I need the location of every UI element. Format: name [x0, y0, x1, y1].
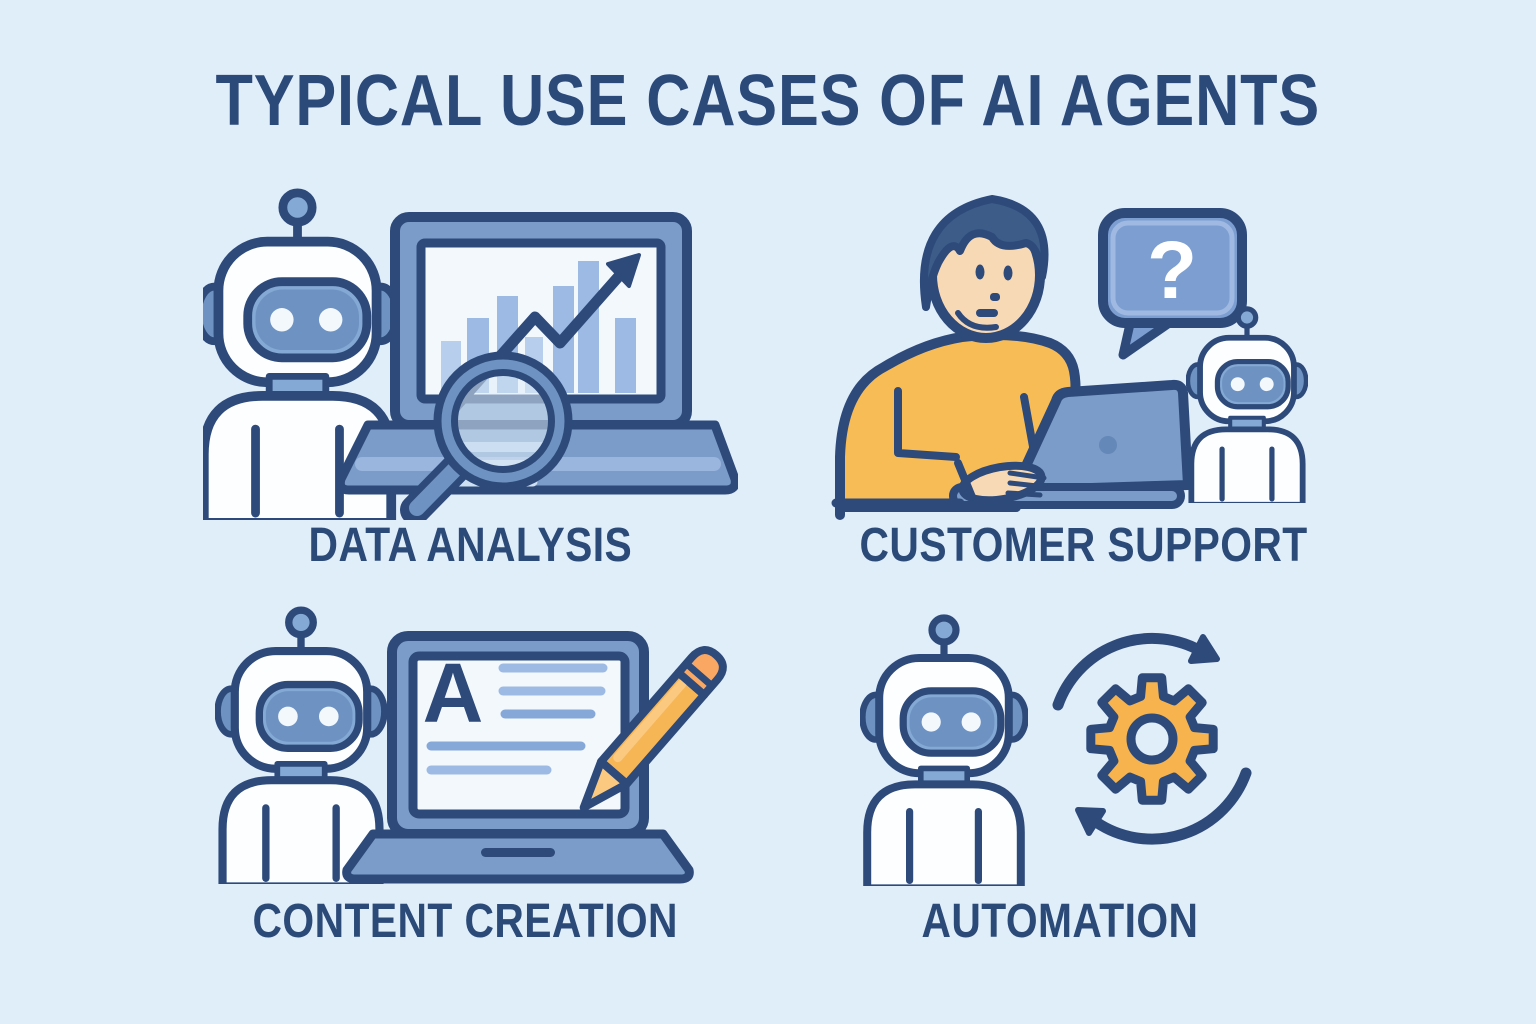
label-content-creation: CONTENT CREATION	[252, 895, 678, 948]
page-title: TYPICAL USE CASES OF AI AGENTS	[215, 61, 1321, 141]
hand	[954, 459, 1049, 505]
robot-icon	[862, 618, 1025, 888]
content-creation-illustration: A	[195, 598, 727, 888]
robot-icon	[218, 610, 385, 886]
quadrant-data-analysis: DATA ANALYSIS	[203, 185, 738, 585]
quadrant-customer-support: ?	[820, 185, 1344, 585]
label-customer-support: CUSTOMER SUPPORT	[859, 519, 1308, 572]
quadrant-content-creation: A	[195, 598, 735, 978]
pencil-icon	[579, 646, 727, 812]
data-analysis-illustration	[203, 185, 738, 520]
automation-illustration	[835, 600, 1252, 905]
question-glyph: ?	[1147, 225, 1197, 316]
label-data-analysis: DATA ANALYSIS	[308, 519, 633, 572]
document-letter: A	[423, 646, 484, 740]
cycle-arrows-icon	[1052, 632, 1252, 845]
document-text-icon: A	[423, 646, 608, 775]
robot-icon	[1188, 309, 1306, 505]
laptop-icon: A	[342, 631, 694, 884]
magnifier-icon	[400, 351, 573, 520]
customer-support-illustration: ?	[831, 195, 1344, 520]
quadrant-automation: AUTOMATION	[835, 600, 1285, 980]
gear-icon	[1086, 673, 1218, 805]
label-automation: AUTOMATION	[921, 895, 1199, 948]
question-bubble-icon: ?	[1098, 208, 1247, 360]
